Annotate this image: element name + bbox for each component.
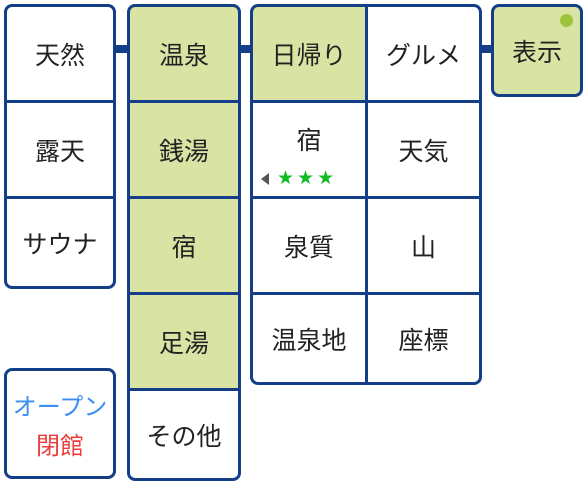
- open-status-toggle[interactable]: オープン 閉館: [4, 368, 116, 479]
- connector-1: [114, 45, 130, 53]
- filter-natural-label: 天然: [34, 40, 85, 70]
- connector-3: [478, 45, 494, 53]
- filter-natural[interactable]: 天然: [7, 7, 113, 100]
- filter-public-bath-label: 銭湯: [158, 136, 209, 166]
- display-button-frame: 表示: [491, 4, 583, 97]
- filter-inn[interactable]: 宿: [130, 199, 238, 292]
- closed-label: 閉館: [36, 431, 84, 460]
- filter-hot-spring-label: 温泉: [158, 40, 209, 70]
- filter-other[interactable]: その他: [130, 391, 238, 478]
- filter-inn-label: 宿: [171, 232, 197, 262]
- star-icon: ★: [277, 167, 295, 189]
- star-icon: ★: [297, 167, 315, 189]
- info-coordinates-label: 座標: [398, 325, 449, 355]
- connector-2: [238, 45, 254, 53]
- status-dot-icon: [560, 14, 573, 27]
- rating-stars[interactable]: ★ ★ ★: [261, 169, 337, 188]
- info-grid: 日帰り グルメ 宿 ★ ★ ★ 天気 泉質 山 温泉地 座標: [250, 4, 482, 385]
- filter-public-bath[interactable]: 銭湯: [130, 103, 238, 196]
- info-spring-quality-label: 泉質: [283, 232, 334, 262]
- info-spring-quality[interactable]: 泉質: [253, 199, 365, 292]
- info-spa-town[interactable]: 温泉地: [253, 295, 365, 382]
- info-weather-label: 天気: [398, 136, 449, 166]
- info-gourmet[interactable]: グルメ: [368, 7, 479, 100]
- info-coordinates[interactable]: 座標: [368, 295, 479, 382]
- info-mountain[interactable]: 山: [368, 199, 479, 292]
- info-gourmet-label: グルメ: [385, 40, 461, 70]
- filter-day-trip[interactable]: 日帰り: [253, 7, 365, 100]
- star-icon: ★: [317, 167, 335, 189]
- filter-foot-bath-label: 足湯: [158, 328, 209, 358]
- info-weather[interactable]: 天気: [368, 103, 479, 196]
- triangle-left-icon[interactable]: [261, 172, 269, 185]
- nature-filter-group: 天然 露天 サウナ: [4, 4, 116, 289]
- info-mountain-label: 山: [410, 232, 436, 262]
- open-label: オープン: [12, 392, 108, 421]
- info-lodging[interactable]: 宿 ★ ★ ★: [253, 103, 365, 196]
- info-spa-town-label: 温泉地: [271, 325, 347, 355]
- filter-other-label: その他: [146, 421, 222, 451]
- filter-outdoor-bath[interactable]: 露天: [7, 103, 113, 196]
- info-lodging-label: 宿: [296, 125, 322, 155]
- filter-day-trip-label: 日帰り: [271, 40, 347, 70]
- filter-sauna-label: サウナ: [22, 229, 98, 259]
- filter-outdoor-bath-label: 露天: [34, 136, 85, 166]
- filter-sauna[interactable]: サウナ: [7, 199, 113, 286]
- display-button-label: 表示: [511, 37, 562, 67]
- filter-hot-spring[interactable]: 温泉: [130, 7, 238, 100]
- filter-foot-bath[interactable]: 足湯: [130, 295, 238, 388]
- facility-filter-group: 温泉 銭湯 宿 足湯 その他: [127, 4, 241, 481]
